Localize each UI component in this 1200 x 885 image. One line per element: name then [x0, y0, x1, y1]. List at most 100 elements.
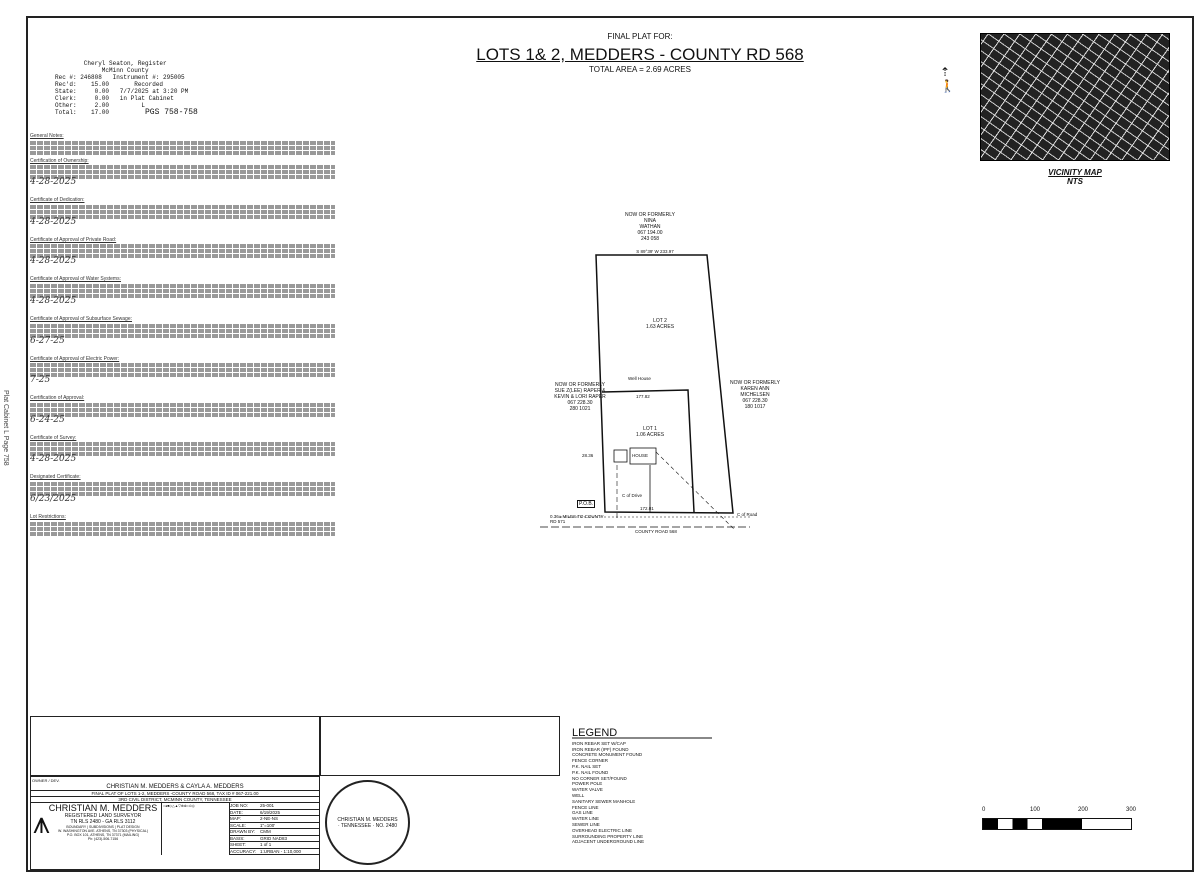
recording-pages: PGS 758-758 — [145, 108, 198, 117]
legend-item: NO CORNER SET/FOUND — [572, 775, 627, 781]
job-label: BASIS: — [230, 835, 245, 841]
adjoiner-line: KEVIN & LORI RAPER — [554, 394, 606, 400]
text-line — [30, 442, 335, 447]
text-line — [30, 531, 335, 536]
well-house-label: Well House — [628, 376, 651, 381]
signature-date: 4-28-2025 — [30, 177, 77, 188]
text-line — [30, 214, 335, 219]
text-line — [30, 145, 335, 150]
text-line — [30, 254, 335, 259]
text-line — [30, 288, 335, 293]
signature-date: 6-24-25 — [30, 414, 65, 425]
adjoiner-line: 067 194.00 — [637, 230, 663, 236]
certificate-heading: Certificate of Approval of Water Systems… — [30, 276, 121, 283]
text-line — [30, 412, 335, 417]
certificate-heading: Certificate of Dedication: — [30, 197, 85, 204]
legend-item: P.K. NAIL SET — [572, 763, 602, 769]
text-line — [30, 293, 335, 298]
job-value: 25-001 — [260, 803, 275, 808]
adjoiner-line: 067 228.30 — [742, 398, 768, 404]
house — [629, 447, 657, 465]
text-line — [30, 452, 335, 457]
certificate-heading: Certificate of Approval of Private Road: — [30, 236, 117, 243]
job-label: MAP: — [230, 816, 242, 821]
tripod-icon: ⩚ — [33, 807, 50, 840]
adjoiner-line: WATHAN — [639, 224, 661, 230]
text-line — [30, 150, 335, 155]
scale-tick: 300 — [1126, 807, 1137, 813]
adjoiner-line: NOW OR FORMERLY — [625, 212, 675, 218]
road-name: COUNTY ROAD 568 — [635, 529, 677, 534]
lot-division-line — [601, 389, 695, 513]
pre-title: FINAL PLAT FOR: — [607, 32, 673, 41]
lot-2-boundary — [595, 254, 734, 514]
job-row: BASIS:GRID NAD83 — [230, 835, 319, 842]
text-line — [30, 447, 335, 452]
pob-label: P.O.B. — [577, 500, 596, 508]
legend-item: IRON REBAR (IPF) FOUND — [572, 746, 629, 752]
legend-item: SEWER LINE — [572, 821, 600, 827]
signature-date: 7-25 — [30, 375, 51, 386]
symbol-list: ○●■◇△▲▽⊕⊗○⊙◎ — [161, 803, 229, 855]
text-line — [30, 481, 335, 486]
adjoiner-line: 280 1021 — [569, 406, 591, 412]
legend-item: SURROUNDING PROPERTY LINE — [572, 833, 644, 839]
legend-item: OVERHEAD ELECTRIC LINE — [572, 827, 633, 833]
adjoiner-line: NOW OR FORMERLY — [555, 382, 605, 388]
text-line — [30, 165, 335, 170]
text-line — [30, 209, 335, 214]
job-row: MAP: 2-NE-NS — [230, 816, 319, 823]
text-line — [30, 204, 335, 209]
west-distance: 28.36 — [582, 453, 594, 458]
house-label: HOUSE — [632, 453, 649, 458]
text-line — [30, 402, 335, 407]
adjoiner-line: NINA — [644, 218, 656, 224]
job-row: DATE: 6/19/2025 — [230, 809, 319, 816]
garage — [613, 449, 628, 463]
road-centerline: C of Road — [737, 512, 758, 517]
legend-item: P.K. NAIL FOUND — [572, 769, 609, 775]
surveyor-notes-box — [30, 716, 320, 776]
job-label: SHEET: — [230, 842, 246, 847]
certificate-heading: Certification of Ownership: — [30, 157, 89, 164]
text-line — [30, 328, 335, 333]
job-value: 2-NE-NS — [260, 816, 279, 821]
text-line — [30, 407, 335, 412]
job-row: JOB NO: 25-001 — [230, 803, 319, 810]
adjoiner-line: KAREN ANN — [740, 386, 770, 392]
text-line — [30, 333, 335, 338]
job-label: SCALE: — [230, 822, 247, 828]
legend-item: CONCRETE MONUMENT FOUND — [572, 752, 643, 758]
signature-date: 6-27-25 — [30, 335, 65, 346]
job-row: SCALE: 1"=100' — [230, 822, 319, 829]
drawing-frame — [26, 16, 1194, 872]
certificates-column: General Notes:Certification of Ownership… — [30, 130, 335, 537]
adjoiner-line: 067 228.30 — [567, 400, 593, 406]
legend-item: POWER POLE — [572, 781, 603, 787]
certificate-heading: Certificate of Survey: — [30, 434, 77, 441]
signature-date: 6/23/2025 — [30, 493, 77, 504]
scale-tick: 100 — [1030, 807, 1041, 813]
job-value: 1"=100' — [260, 822, 276, 828]
job-label: DATE: — [230, 809, 243, 815]
text-line — [30, 249, 335, 254]
job-value: 6/19/2025 — [260, 809, 281, 815]
scale-tick: 0 — [982, 807, 986, 813]
legend-item: ADJACENT UNDERGROUND LINE — [572, 839, 645, 845]
signature-date: 4-28-2025 — [30, 454, 77, 465]
text-line — [30, 244, 335, 249]
job-value: CMM — [260, 829, 271, 834]
total-area: TOTAL AREA = 2.69 ACRES — [589, 65, 691, 74]
text-line — [30, 491, 335, 496]
job-label: JOB NO: — [230, 803, 249, 808]
text-line — [30, 486, 335, 491]
scale-tick: 200 — [1078, 807, 1089, 813]
signature-date: 4-28-2025 — [30, 256, 77, 267]
text-line — [30, 140, 335, 145]
job-row: SHEET:1 of 1 — [230, 842, 319, 849]
recording-stamp: Cheryl Seaton, Register McMinn County Re… — [55, 60, 189, 116]
job-label: ACCURACY: — [230, 848, 257, 854]
